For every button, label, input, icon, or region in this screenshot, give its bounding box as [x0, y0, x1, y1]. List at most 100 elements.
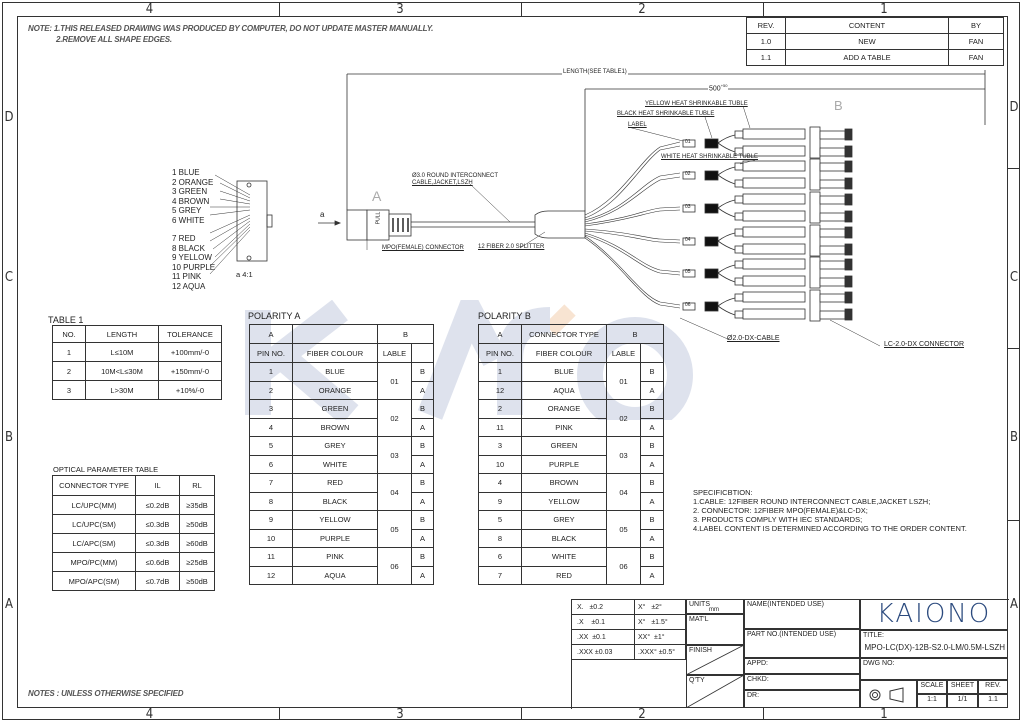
partno-cell: PART NO.(INTENDED USE)	[744, 629, 860, 658]
chkd-cell: CHKD:	[744, 674, 860, 690]
pa-pin: 3	[249, 399, 293, 419]
pin-legend-item: 4 BROWN	[172, 196, 210, 206]
pa-side: B	[411, 399, 434, 419]
pb-side: A	[640, 454, 664, 474]
table1-cell: 1	[52, 342, 86, 362]
pa-pin: 10	[249, 528, 293, 548]
fiber-colour-swatch: RED	[554, 570, 574, 582]
company-logo: KAIONO	[860, 599, 1008, 630]
optical-cell: ≥50dB	[179, 571, 215, 591]
pin-legend-item: 1 BLUE	[172, 168, 200, 177]
zone-side-b: B	[1009, 430, 1019, 445]
pb-pin: 8	[478, 528, 522, 548]
pa-side: B	[411, 362, 434, 382]
leg-label-04: 04	[685, 237, 691, 243]
tol-linear-value: ±0.1	[592, 633, 606, 641]
optical-cell: ≤0.3dB	[135, 533, 180, 553]
zone-bottom-4: 4	[145, 707, 154, 722]
breakout-length: 500	[709, 85, 721, 93]
pb-colour: RED	[521, 565, 607, 585]
pb-pin: 12	[478, 380, 522, 400]
finish-label: FINISH	[689, 647, 712, 654]
pb-label: 03	[606, 436, 641, 474]
fiber-colour-swatch: BLUE	[552, 367, 576, 379]
tol-cell: X. ±0.2	[571, 599, 635, 615]
note-line-2: 2.REMOVE ALL SHAPE EDGES.	[56, 35, 172, 44]
pb-h1: A	[478, 324, 522, 344]
pa-pin: 5	[249, 436, 293, 456]
pa-colour: YELLOW	[292, 510, 378, 530]
tol-angular-value: ±1.5°	[651, 618, 668, 626]
optical-cell: LC/UPC(MM)	[52, 495, 136, 515]
optical-cell: ≥25dB	[179, 552, 215, 572]
pa-h1: A	[249, 324, 293, 344]
pa-pin: 12	[249, 565, 293, 585]
pa-label: 03	[377, 436, 412, 474]
tol-angular-value: ±1°	[654, 633, 665, 641]
qty-label: Q'TY	[689, 677, 705, 684]
zone-side-a: A	[1010, 597, 1018, 612]
pin-legend-item: 10 PURPLE	[172, 262, 216, 272]
fiber-colour-swatch: YELLOW	[317, 515, 353, 527]
pa-pin: 4	[249, 417, 293, 437]
pb-h2: FIBER COLOUR	[521, 343, 607, 363]
pa-colour: PINK	[292, 547, 378, 567]
title-label: TITLE:	[863, 632, 885, 639]
dwg-no-cell: DWG NO:	[860, 658, 1008, 680]
pa-colour: BLACK	[292, 491, 378, 511]
optical-cell: ≥60dB	[179, 533, 215, 553]
leg-label-02: 02	[685, 171, 691, 177]
callout-lc-connector: LC-2.0-DX CONNECTOR	[884, 341, 964, 348]
zone-divider	[279, 2, 280, 16]
tol-angular-value: ±2°	[651, 603, 662, 611]
callout-cable-jacket: CABLE,JACKET,LSZH	[412, 180, 473, 186]
optical-table-title: OPTICAL PARAMETER TABLE	[53, 465, 159, 474]
pb-side: B	[640, 399, 664, 419]
zone-side-d: D	[1009, 100, 1019, 115]
name-cell: NAME(INTENDED USE)	[744, 599, 860, 629]
pb-side: A	[640, 528, 664, 548]
fiber-colour-swatch: GREY	[551, 515, 577, 527]
leg-label-05: 05	[685, 269, 691, 275]
pb-pin: 7	[478, 565, 522, 585]
title-cell: TITLE:MPO-LC(DX)-12B-S2.0-LM/0.5M-LSZH	[860, 630, 1008, 658]
fiber-colour-swatch: BLACK	[320, 496, 349, 508]
tol-cell: X° ±1.5°	[634, 614, 686, 630]
pb-pin: 10	[478, 454, 522, 474]
fiber-colour-swatch: WHITE	[549, 552, 579, 564]
optical-cell: ≤0.3dB	[135, 514, 180, 534]
pb-side: A	[640, 565, 664, 585]
pb-colour: WHITE	[521, 547, 607, 567]
callout-cable: Ø3.0 ROUND INTERCONNECT	[412, 173, 499, 179]
callout-dx-cable: Ø2.0-DX-CABLE	[727, 335, 780, 342]
rev-label: REV.	[978, 680, 1008, 694]
pb-colour: GREY	[521, 510, 607, 530]
zone-top-3: 3	[396, 2, 404, 17]
pb-h2	[640, 343, 664, 363]
callout-label: LABEL	[628, 122, 647, 128]
pb-label: 04	[606, 473, 641, 511]
table1-header: NO.	[52, 325, 86, 343]
pa-colour: BROWN	[292, 417, 378, 437]
pa-label: 02	[377, 399, 412, 437]
pb-colour: PURPLE	[521, 454, 607, 474]
pa-side: A	[411, 565, 434, 585]
drawing-inner-frame	[17, 16, 1008, 708]
units-label: UNITS	[689, 601, 710, 608]
pb-h1: CONNECTOR TYPE	[521, 324, 607, 344]
pb-pin: 9	[478, 491, 522, 511]
sheet-value: 1/1	[947, 694, 978, 708]
zone-top-2: 2	[638, 2, 646, 17]
pb-colour: GREEN	[521, 436, 607, 456]
zone-divider	[1008, 520, 1020, 521]
tol-cell: .XX ±0.1	[571, 629, 635, 645]
pb-side: B	[640, 362, 664, 382]
pb-side: A	[640, 380, 664, 400]
pb-colour: BROWN	[521, 473, 607, 493]
callout-yellow-tube: YELLOW HEAT SHRINKABLE TUBLE	[645, 101, 748, 107]
